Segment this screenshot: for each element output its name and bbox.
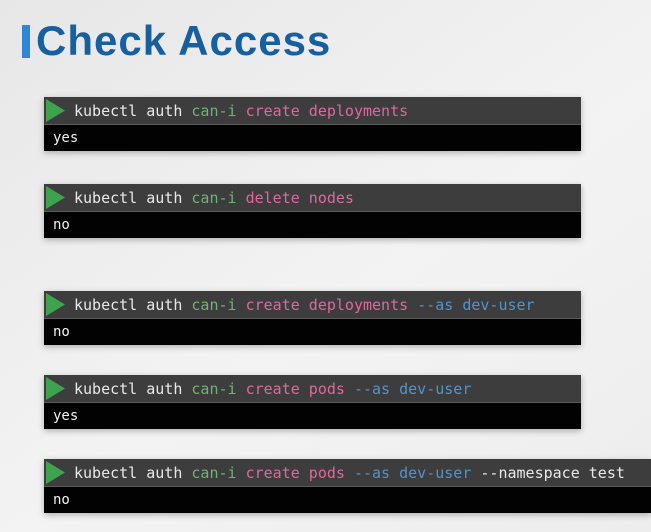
terminal-header: kubectl auth can-i create deployments --… <box>44 291 581 319</box>
play-icon <box>46 461 65 484</box>
command-segment: can-i <box>191 188 246 207</box>
command-segment: kubectl auth <box>74 379 192 398</box>
page-title: Check Access <box>36 17 332 64</box>
terminal-header: kubectl auth can-i create pods --as dev-… <box>44 375 581 403</box>
terminal-header: kubectl auth can-i create pods --as dev-… <box>44 459 651 487</box>
command-segment: delete nodes <box>245 188 354 207</box>
command-line: kubectl auth can-i create pods --as dev-… <box>74 380 471 398</box>
command-segment: can-i <box>191 379 246 398</box>
command-segment: can-i <box>191 295 246 314</box>
command-segment: create pods <box>245 463 354 482</box>
command-segment: create pods <box>245 379 354 398</box>
command-segment: can-i <box>191 101 246 120</box>
command-line: kubectl auth can-i create deployments --… <box>74 296 535 314</box>
page-header: Check Access <box>22 20 331 62</box>
command-line: kubectl auth can-i delete nodes <box>74 189 354 207</box>
play-icon <box>46 293 65 316</box>
command-segment: kubectl auth <box>74 295 192 314</box>
terminal-block: kubectl auth can-i create deployments --… <box>44 291 581 345</box>
command-segment: create deployments <box>245 101 409 120</box>
terminal-output: no <box>44 212 581 238</box>
terminal-header: kubectl auth can-i delete nodes <box>44 184 581 212</box>
command-segment: --as dev-user <box>417 295 535 314</box>
terminal-output: yes <box>44 125 581 151</box>
command-segment: can-i <box>191 463 246 482</box>
play-icon <box>46 99 65 122</box>
terminal-block: kubectl auth can-i create deployments ye… <box>44 97 581 151</box>
command-segment: create deployments <box>245 295 418 314</box>
terminal-block: kubectl auth can-i delete nodes no <box>44 184 581 238</box>
terminal-output: no <box>44 487 651 513</box>
terminal-output: no <box>44 319 581 345</box>
terminal-block: kubectl auth can-i create pods --as dev-… <box>44 375 581 429</box>
terminal-block: kubectl auth can-i create pods --as dev-… <box>44 459 651 513</box>
play-icon <box>46 186 65 209</box>
command-segment: kubectl auth <box>74 463 192 482</box>
title-accent-bar <box>22 24 30 58</box>
command-segment: --as dev-user <box>353 379 472 398</box>
command-segment: --namespace test <box>480 463 625 482</box>
command-line: kubectl auth can-i create deployments <box>74 102 408 120</box>
terminal-output: yes <box>44 403 581 429</box>
play-icon <box>46 377 65 400</box>
terminal-header: kubectl auth can-i create deployments <box>44 97 581 125</box>
command-segment: kubectl auth <box>74 188 192 207</box>
command-segment: --as dev-user <box>353 463 481 482</box>
command-segment: kubectl auth <box>74 101 192 120</box>
command-line: kubectl auth can-i create pods --as dev-… <box>74 464 625 482</box>
